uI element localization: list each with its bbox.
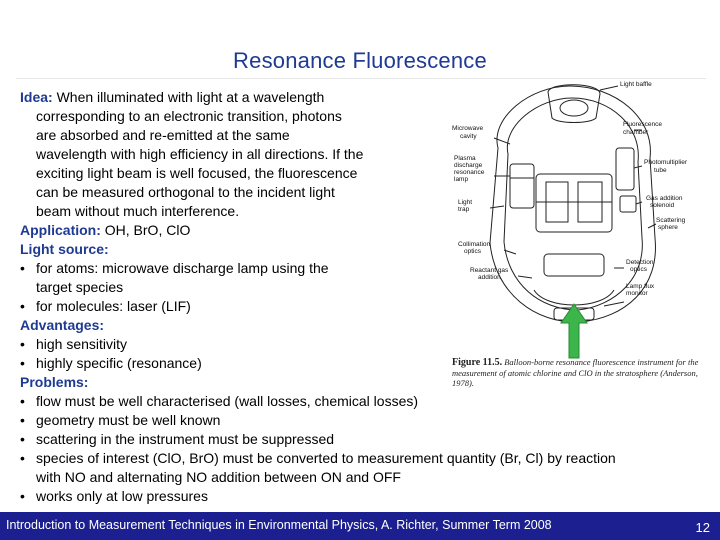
idea-line: are absorbed and re-emitted at the same <box>36 127 290 143</box>
bullet-icon: • <box>20 450 25 466</box>
caption-text: Balloon-borne resonance fluorescence ins… <box>452 357 699 388</box>
label-plasma-4: lamp <box>454 176 468 183</box>
idea-line: corresponding to an electronic transitio… <box>36 108 342 124</box>
list-item: •works only at low pressures <box>20 488 208 504</box>
inner-shell-outline <box>503 97 643 311</box>
title-divider <box>16 78 706 79</box>
scattering-sphere-outline <box>489 85 656 323</box>
label-gas-2: solenoid <box>650 202 675 209</box>
problems-heading: Problems: <box>20 374 89 390</box>
photomultiplier-shape <box>615 147 635 191</box>
label-microwave-2: cavity <box>460 133 477 140</box>
label-plasma-3: resonance <box>454 169 485 176</box>
application-value: OH, BrO, ClO <box>100 222 191 238</box>
label-fluorescence-2: chamber <box>623 129 649 136</box>
label-fluorescence-1: Fluorescence <box>623 121 662 128</box>
label-light-baffle: Light baffle <box>620 81 652 88</box>
bullet-icon: • <box>20 412 25 428</box>
label-collimation-1: Collimation <box>458 241 491 248</box>
idea-line: exciting light beam is well focused, the… <box>36 165 358 181</box>
label-detection-2: optics <box>630 266 648 273</box>
label-light-trap-1: Light <box>458 199 472 206</box>
idea-line: Idea: When illuminated with light at a w… <box>20 88 710 107</box>
label-pmt-1: Photomultiplier <box>644 159 688 166</box>
list-item: •highly specific (resonance) <box>20 355 202 371</box>
bullet-icon: • <box>20 488 25 504</box>
light-source-heading: Light source: <box>20 241 109 257</box>
page-number: 12 <box>695 520 710 535</box>
label-scattering-2: sphere <box>658 224 678 231</box>
list-item: •geometry must be well known <box>20 412 221 428</box>
list-item: •flow must be well characterised (wall l… <box>20 393 419 409</box>
label-detection-1: Detection <box>626 259 654 266</box>
label-reactant-1: Reactant gas <box>470 267 509 274</box>
label-microwave-1: Microwave <box>452 125 483 132</box>
label-pmt-2: tube <box>654 167 667 174</box>
label-collimation-2: optics <box>464 248 482 255</box>
list-item: •high sensitivity <box>20 336 128 352</box>
label-lamp-flux-1: Lamp flux <box>626 283 655 290</box>
label-light-trap-2: trap <box>458 206 470 213</box>
label-gas-1: Gas addition <box>646 195 683 202</box>
instrument-diagram: Light baffle Fluorescence chamber Microw… <box>452 81 688 323</box>
bullet-icon: • <box>20 260 25 276</box>
label-scattering-1: Scattering <box>656 217 686 224</box>
idea-label: Idea: <box>20 89 53 105</box>
list-item-continuation: with NO and alternating NO addition betw… <box>36 469 401 485</box>
list-item: •scattering in the instrument must be su… <box>20 431 335 447</box>
fluorescence-chamber-shape <box>535 173 613 233</box>
label-plasma-2: discharge <box>454 162 483 169</box>
label-reactant-2: addition <box>478 274 501 281</box>
label-lamp-flux-2: monitor <box>626 290 649 297</box>
bullet-icon: • <box>20 336 25 352</box>
figure-caption: Figure 11.5. Balloon-borne resonance flu… <box>452 357 714 388</box>
bullet-icon: • <box>20 355 25 371</box>
footer-bar: Introduction to Measurement Techniques i… <box>0 512 720 540</box>
bullet-icon: • <box>20 298 25 314</box>
bullet-icon: • <box>20 393 25 409</box>
application-label: Application: <box>20 222 101 238</box>
green-up-arrow-icon <box>560 303 588 359</box>
idea-line: beam without much interference. <box>36 203 240 219</box>
detection-optics-shape <box>543 253 605 277</box>
advantages-heading: Advantages: <box>20 317 105 333</box>
list-item-continuation: target species <box>36 279 124 295</box>
footer-text: Introduction to Measurement Techniques i… <box>6 518 552 532</box>
list-item: •for atoms: microwave discharge lamp usi… <box>20 260 329 276</box>
caption-label: Figure 11.5. <box>452 357 503 368</box>
label-plasma-1: Plasma <box>454 155 476 162</box>
idea-line: wavelength with high efficiency in all d… <box>36 146 364 162</box>
idea-text: When illuminated with light at a wavelen… <box>52 89 325 105</box>
application-line: Application: OH, BrO, ClO <box>20 221 710 240</box>
slide-body: Idea: When illuminated with light at a w… <box>20 88 710 506</box>
lamp-shape <box>509 163 535 209</box>
bullet-icon: • <box>20 431 25 447</box>
list-item: •for molecules: laser (LIF) <box>20 298 191 314</box>
slide-title: Resonance Fluorescence <box>233 48 487 73</box>
light-baffle-shape <box>547 84 601 123</box>
list-item: •species of interest (ClO, BrO) must be … <box>20 450 616 466</box>
idea-line: can be measured orthogonal to the incide… <box>36 184 335 200</box>
